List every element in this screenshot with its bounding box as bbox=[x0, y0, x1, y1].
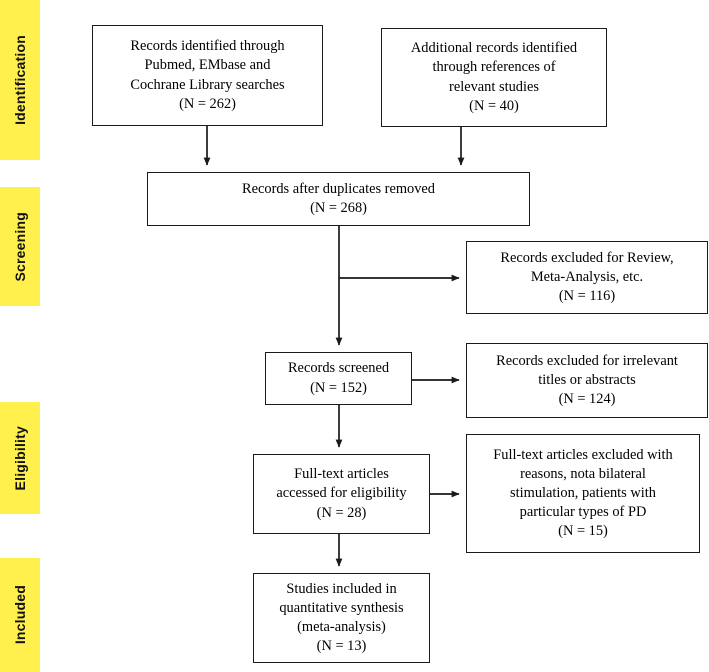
node-line: (N = 152) bbox=[310, 379, 367, 396]
node-line: (N = 28) bbox=[316, 504, 367, 521]
node-line: Cochrane Library searches bbox=[130, 76, 285, 93]
stage-label-eligibility: Eligibility bbox=[12, 425, 28, 491]
node-line: (N = 268) bbox=[310, 200, 367, 216]
stage-band-included: Included bbox=[0, 558, 40, 672]
node-line: stimulation, patients with bbox=[510, 484, 656, 501]
node-line: Records identified through bbox=[130, 38, 285, 55]
node-line: particular types of PD bbox=[519, 504, 647, 520]
node-line: titles or abstracts bbox=[538, 371, 636, 388]
stage-label-included: Included bbox=[12, 585, 28, 645]
node-line: (meta-analysis) bbox=[297, 619, 386, 635]
node-line: Records after duplicates removed bbox=[242, 180, 435, 197]
stage-label-screening: Screening bbox=[12, 211, 28, 282]
stage-band-eligibility: Eligibility bbox=[0, 402, 40, 514]
node-line: (N = 40) bbox=[469, 97, 519, 114]
node-line: accessed for eligibility bbox=[276, 485, 407, 502]
node-line: Records excluded for irrelevant bbox=[496, 352, 678, 369]
stage-label-identification: Identification bbox=[12, 35, 28, 125]
node-line: through references of bbox=[432, 59, 556, 76]
node-line: Meta-Analysis, etc. bbox=[530, 268, 644, 285]
node-line: quantitative synthesis bbox=[279, 599, 404, 616]
node-line: Records screened bbox=[287, 360, 390, 377]
node-line: Additional records identified bbox=[410, 40, 578, 57]
node-line: (N = 15) bbox=[558, 523, 608, 540]
node-fulltext-assessed: Full-text articles accessed for eligibil… bbox=[253, 454, 430, 534]
node-line: (N = 116) bbox=[558, 288, 616, 304]
node-fulltext-excluded: Full-text articles excluded with reasons… bbox=[466, 434, 700, 553]
node-records-pubmed: Records identified through Pubmed, EMbas… bbox=[92, 25, 323, 126]
node-line: Studies included in bbox=[286, 580, 397, 597]
node-line: (N = 262) bbox=[179, 95, 236, 112]
node-excluded-irrelevant: Records excluded for irrelevant titles o… bbox=[466, 343, 708, 418]
stage-band-identification: Identification bbox=[0, 0, 40, 160]
node-line: (N = 13) bbox=[316, 638, 367, 655]
stage-band-screening: Screening bbox=[0, 187, 40, 306]
node-line: Full-text articles excluded with bbox=[493, 446, 673, 463]
node-line: (N = 124) bbox=[558, 391, 616, 407]
node-line: Full-text articles bbox=[294, 466, 389, 483]
node-line: reasons, nota bilateral bbox=[520, 465, 646, 482]
node-records-additional: Additional records identified through re… bbox=[381, 28, 607, 127]
node-line: Records excluded for Review, bbox=[500, 249, 674, 266]
node-line: Pubmed, EMbase and bbox=[144, 57, 271, 74]
node-line: relevant studies bbox=[449, 78, 539, 95]
node-studies-included: Studies included in quantitative synthes… bbox=[253, 573, 430, 663]
node-records-screened: Records screened (N = 152) bbox=[265, 352, 412, 405]
node-excluded-review: Records excluded for Review, Meta-Analys… bbox=[466, 241, 708, 314]
node-records-deduplicated: Records after duplicates removed (N = 26… bbox=[147, 172, 530, 226]
